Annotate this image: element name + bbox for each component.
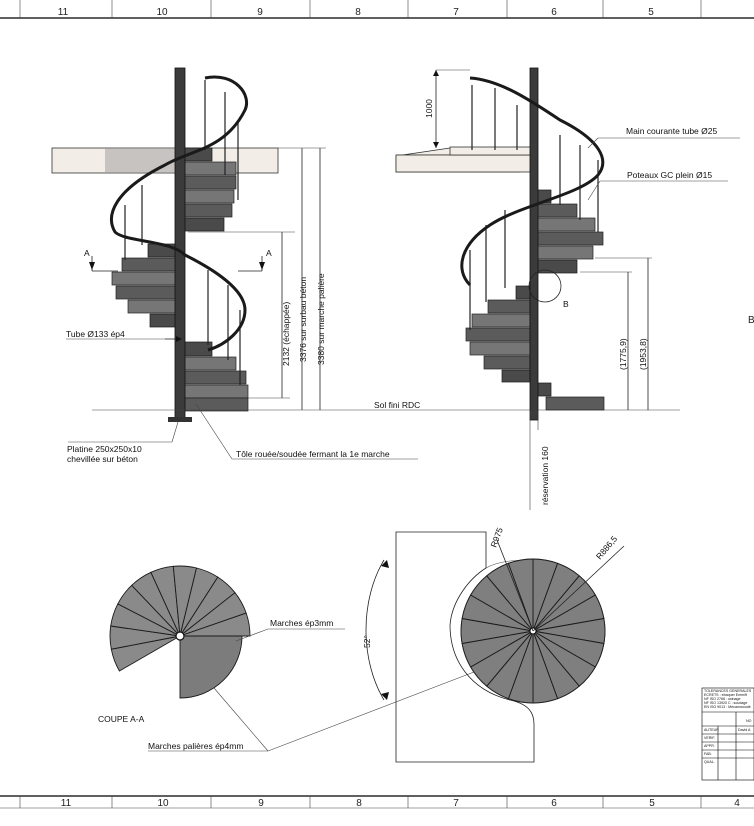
tb-row-appr: APPR. [704,744,715,748]
ruler-bottom-8: 8 [356,798,362,809]
ruler-top-11: 11 [58,7,69,18]
tb-row-verif: VERIF. [704,736,715,740]
ruler-top-8: 8 [355,7,361,18]
detail-circle-b [528,269,562,303]
tb-note-4: EN ISO 9013 : Mécanosoudé [704,705,751,709]
label-tole: Tôle rouée/soudée fermant la 1e marche [236,449,390,459]
section-mark-a-left: A [84,248,90,258]
label-coupe: COUPE A-A [98,714,145,724]
middle-treads-left [111,243,179,328]
central-column-left [174,67,186,421]
vertical-dimensions-left [188,147,326,410]
tb-note-3: NF ISO 13920 C : soudage [704,701,747,705]
dim-rail-height: 1000 [424,99,434,118]
ruler-top-10: 10 [156,7,168,18]
tb-row-auteur: AUTEUR [704,728,719,732]
title-block: TOLERANCES GENERALES ECRETS : ebaquer Em… [701,687,754,781]
section-mark-a-right: A [266,248,272,258]
dim-surbau: 3376 sur surbau béton [298,277,308,362]
upper-treads-left [183,147,237,232]
ruler-bottom-4: 4 [734,798,740,809]
bottom-ruler-numbers: 11 10 9 8 7 6 5 4 [61,798,740,809]
label-platine: Platine 250x250x10 [67,444,142,454]
dim-h2: (1953,8) [638,338,648,370]
label-sol: Sol fini RDC [374,400,420,410]
ruler-bottom-7: 7 [453,798,459,809]
ruler-top-6: 6 [551,7,557,18]
right-elevation-view: B 1000 (1775,9) (1953,8) réservation 160… [395,67,740,510]
ruler-bottom-9: 9 [258,798,264,809]
tb-row-qual: QUAL. [704,760,715,764]
left-elevation-view: A A 2132 (échappée) 3376 sur surbau béto… [51,67,418,464]
label-marches: Marches ép3mm [270,618,333,628]
ruler-top-9: 9 [257,7,263,18]
ruler-top-7: 7 [453,7,459,18]
section-view-aa: COUPE A-A Marches ép3mm Marches palières… [98,565,501,752]
section-column [175,631,185,641]
handrail-left [110,75,248,352]
balusters-right [469,85,599,330]
top-ruler-numbers: 11 10 9 8 7 6 5 [58,7,654,18]
tb-note-0: TOLERANCES GENERALES [704,689,752,693]
sheet-border [0,0,754,809]
section-marks-left: A A [84,248,272,272]
lower-treads-left [179,341,249,412]
middle-treads-right [465,285,531,383]
dim-echappee: 2132 (échappée) [281,302,291,366]
label-tube: Tube Ø133 ép4 [66,329,125,339]
label-main-courante: Main courante tube Ø25 [626,126,717,136]
central-column-right [529,67,539,421]
dim-r975: R975 [488,526,504,549]
dim-r886: R886,5 [594,534,619,562]
ruler-bottom-11: 11 [61,798,72,809]
label-platine-line2: chevillée sur béton [67,454,138,464]
section-treads-fan [109,565,251,699]
upper-treads-right [536,189,604,274]
landing-tread-right [545,396,605,411]
ruler-bottom-5: 5 [649,798,655,809]
dim-h1: (1775,9) [618,338,628,370]
dim-angle: 52° [362,635,372,648]
section-landing-tread-1 [179,635,243,699]
ruler-top-5: 5 [648,7,654,18]
ruler-bottom-10: 10 [157,798,169,809]
border-letter-b: B [748,315,754,326]
tb-author-name: David A [738,728,751,732]
balusters-left [124,80,241,385]
detail-label-b: B [563,299,569,309]
dim-marche-paliere: 3380 sur marche palière [316,273,326,365]
label-poteaux: Poteaux GC plein Ø15 [627,170,712,180]
handrail-right [460,76,605,287]
label-marches-palieres: Marches palières ép4mm [148,741,243,751]
tb-note-2: NF ISO 2768 : usinage [704,697,741,701]
plan-view: 52° R975 R886,5 [362,526,625,763]
tb-nom-header: NO [746,719,752,723]
dim-reservation: réservation 160 [540,446,550,505]
tb-note-1: ECRETS : ebaquer Emm/ft [704,693,747,697]
tb-row-fab: FAB. [704,752,712,756]
ruler-bottom-6: 6 [551,798,557,809]
angle-arc [365,559,385,701]
base-plate-left [168,417,192,422]
trémie-outline [395,531,535,763]
